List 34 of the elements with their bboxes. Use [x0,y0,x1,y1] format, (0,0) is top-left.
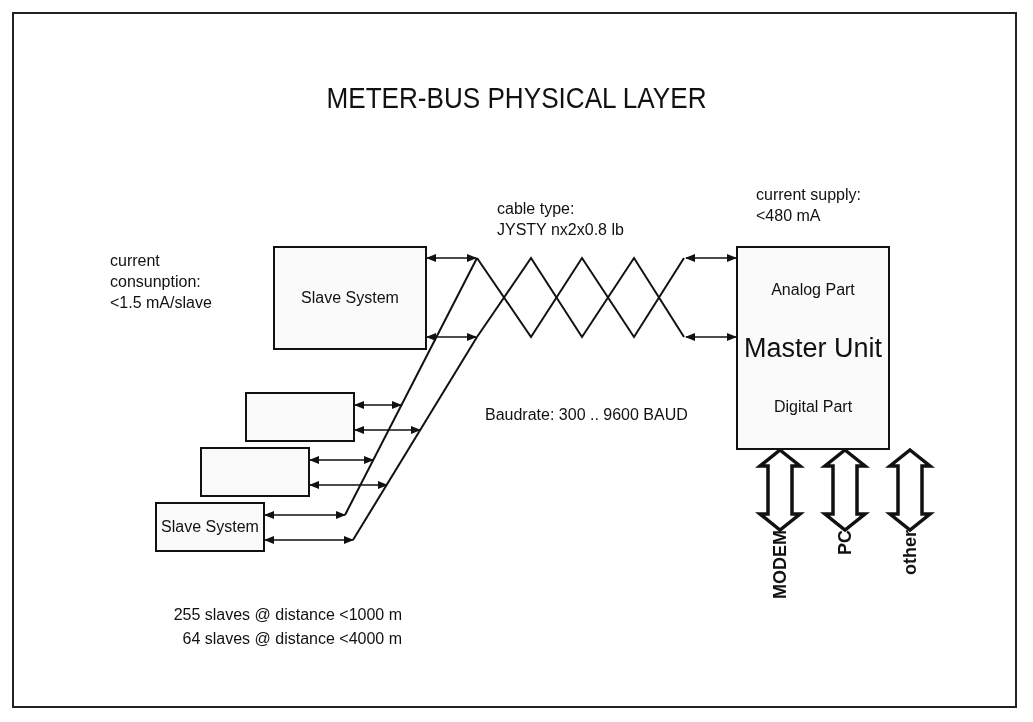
double-arrow [426,333,477,341]
annotation-text: Baudrate: 300 .. 9600 BAUD [485,405,689,425]
double-arrow [685,333,737,341]
annotation-text: 255 slaves @ distance <1000 m [172,605,402,625]
unit-title: Master Unit [743,332,882,365]
box-label: Slave System [301,289,399,307]
section-label: Digital Part [773,397,853,416]
double-arrow [264,536,354,544]
diagram-title: METER-BUS PHYSICAL LAYER [325,82,708,115]
stacked-box [245,392,355,442]
double-arrow [354,426,421,434]
annotation-text: current consunption: <1.5 mA/slave [110,251,213,313]
annotation-text: current supply: <480 mA [756,185,862,226]
double-arrow [354,401,402,409]
port-label: other [899,530,921,575]
twisted-pair-cable [344,256,685,541]
double-arrow [426,254,477,262]
annotation-text: 64 slaves @ distance <4000 m [181,629,402,649]
bus-arrow [755,447,805,533]
bus-arrow [885,447,935,533]
bus-arrow [820,447,870,533]
port-label: MODEM [769,530,791,599]
double-arrow [309,481,388,489]
double-arrow [685,254,737,262]
box-label: Slave System [161,518,259,536]
stacked-box [200,447,310,497]
double-arrow [264,511,346,519]
section-label: Analog Part [771,280,855,299]
annotation-text: cable type: JYSTY nx2x0.8 lb [497,199,625,240]
system-box [155,502,265,552]
system-box [273,246,427,350]
system-box [736,246,890,450]
double-arrow [309,456,374,464]
port-label: PC [834,530,856,555]
